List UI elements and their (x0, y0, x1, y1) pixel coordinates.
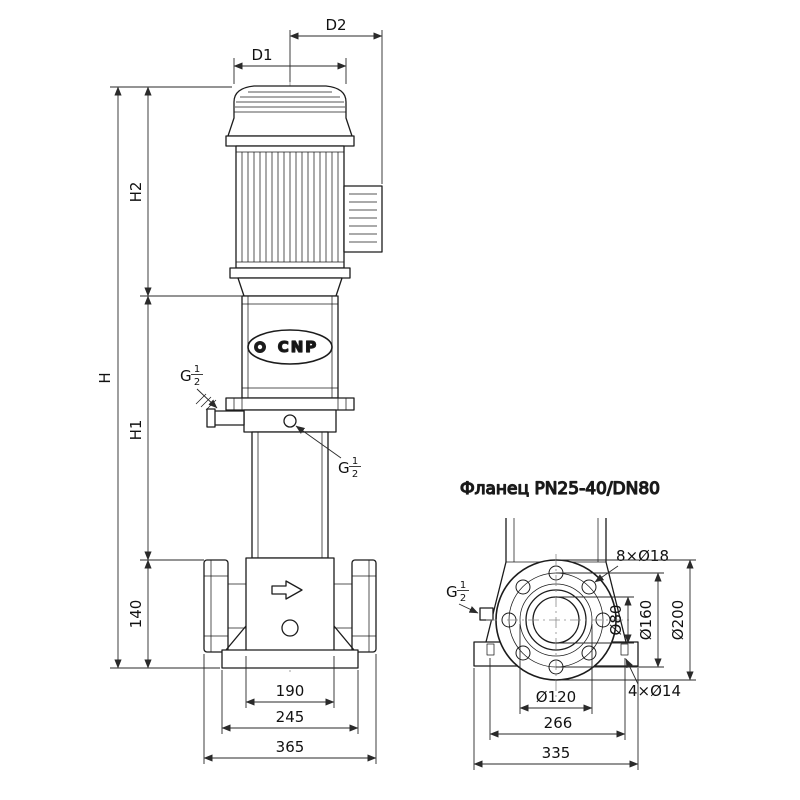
flange-view: Фланец PN25-40/DN80 (459, 478, 661, 700)
thread-label-left: G 1 2 (180, 364, 218, 409)
thread-hatch (195, 393, 217, 411)
dim-365-label: 365 (276, 738, 305, 756)
dim-flange-holes: 8×Ø18 (594, 547, 669, 583)
dia-160-label: Ø160 (637, 600, 655, 640)
pump-column (251, 431, 329, 559)
motor-adapter (229, 267, 351, 297)
thread-label-center: G 1 2 (295, 425, 361, 480)
terminal-box (343, 185, 383, 253)
dim-245: 245 (221, 670, 359, 734)
flange-view-title: Фланец PN25-40/DN80 (460, 479, 660, 499)
dim-190: 190 (245, 656, 335, 708)
dim-base-holes: 4×Ø14 (625, 658, 681, 700)
dim-d1-label: D1 (251, 46, 272, 64)
base-bolt-slot-right (620, 643, 629, 656)
thread-letter: G (180, 367, 192, 385)
dim-h2: H2 (127, 86, 242, 297)
motor-ribs (241, 152, 339, 262)
discharge-flange (334, 559, 377, 653)
dim-h1-label: H1 (127, 420, 145, 441)
dim-335-label: 335 (542, 744, 571, 762)
cnp-logo: CNP (247, 329, 333, 365)
dim-365: 365 (203, 654, 377, 764)
thread-numerator: 1 (352, 456, 358, 467)
dim-dia-80: Ø80 (556, 596, 634, 644)
dim-d1: D1 (233, 46, 347, 84)
logo-text: CNP (278, 338, 319, 356)
pump-front-view: CNP (195, 82, 383, 672)
dim-335: 335 (473, 668, 639, 770)
dim-d2-label: D2 (325, 16, 346, 34)
thread-letter: G (338, 459, 350, 477)
dim-h2-label: H2 (127, 182, 145, 203)
front-dimensions: D2 D1 H H2 H1 140 190 (96, 16, 383, 764)
dim-dia-160: Ø160 (556, 572, 664, 668)
thread-letter: G (446, 583, 458, 601)
dim-266: 266 (489, 658, 626, 740)
dim-266-label: 266 (544, 714, 573, 732)
drain-port-left (195, 393, 245, 428)
fan-cover (225, 85, 355, 147)
thread-label-flange: G 1 2 (446, 580, 479, 614)
dim-140: 140 (127, 559, 152, 669)
suction-flange (203, 559, 246, 653)
flow-arrow-icon (271, 580, 303, 600)
gauge-port (283, 414, 297, 428)
flange-dimensions: 8×Ø18 G 1 2 Ø80 Ø160 Ø200 4×Ø14 (446, 547, 696, 770)
base-bolt-slot-left (486, 643, 495, 656)
thread-denominator: 2 (194, 377, 200, 388)
dim-140-label: 140 (127, 600, 145, 629)
pump-base (245, 557, 335, 653)
dim-dia-200: Ø200 (556, 559, 696, 681)
dim-dia-120: Ø120 (519, 624, 593, 714)
thread-numerator: 1 (194, 364, 200, 375)
dia-120-label: Ø120 (536, 688, 576, 706)
dim-190-label: 190 (276, 682, 305, 700)
dim-245-label: 245 (276, 708, 305, 726)
dim-d2: D2 (289, 16, 383, 184)
thread-numerator: 1 (460, 580, 466, 591)
dim-h-label: H (96, 372, 114, 383)
dim-h: H (96, 86, 232, 669)
drain-port-flange-view (479, 607, 494, 621)
thread-denominator: 2 (460, 593, 466, 604)
dim-h1: H1 (127, 295, 204, 561)
base-feet (221, 625, 359, 669)
base-port (281, 619, 299, 637)
dia-80-label: Ø80 (607, 605, 625, 636)
base-holes-label: 4×Ø14 (628, 682, 681, 700)
flange-holes-label: 8×Ø18 (616, 547, 669, 565)
thread-denominator: 2 (352, 469, 358, 480)
motor-body (235, 145, 345, 269)
dia-200-label: Ø200 (669, 600, 687, 640)
